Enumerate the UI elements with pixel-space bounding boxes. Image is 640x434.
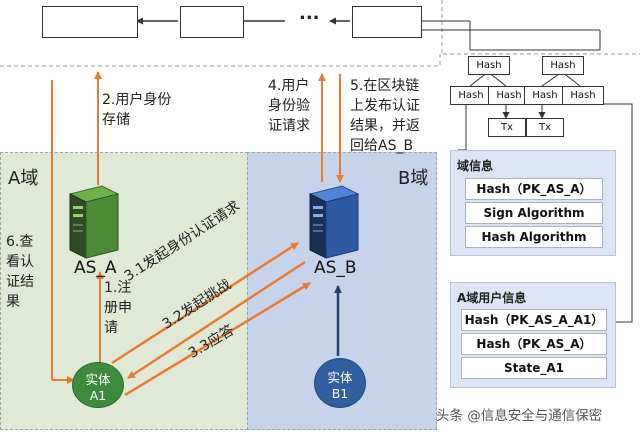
merkle-tx-2: Tx: [526, 118, 564, 137]
domain-info-field-1: Hash（PK_AS_A）: [465, 178, 603, 200]
entity-a1-line2: A1: [89, 388, 107, 403]
step-2-label: 2.用户身份 存储: [102, 90, 171, 130]
entity-b1-line1: 实体: [327, 370, 353, 385]
step-1-line-3: 请: [104, 320, 118, 336]
merkle-hash-3: Hash: [524, 86, 566, 105]
step-1-line-2: 册申: [104, 300, 132, 316]
chain-ellipsis: ...: [299, 3, 320, 24]
domain-info-field-3: Hash Algorithm: [465, 226, 603, 248]
step-5-line-2: 上发布认证: [350, 98, 420, 114]
entity-a1: 实体 A1: [72, 362, 124, 408]
step-5-line-3: 结果，并返: [350, 118, 420, 134]
merkle-tx-1: Tx: [488, 118, 526, 137]
merkle-hash-1: Hash: [450, 86, 492, 105]
step-4-line-1: 4.用户: [268, 78, 310, 94]
step-4-label: 4.用户 身份验 证请求: [268, 76, 310, 136]
domain-info-field-2: Sign Algorithm: [465, 202, 603, 224]
step-4-line-3: 证请求: [268, 118, 310, 134]
step-6-line-4: 果: [6, 294, 20, 310]
step-1-line-1: 1.注: [104, 280, 132, 296]
server-as-b-icon: [308, 185, 360, 259]
block-2: [180, 6, 244, 38]
domain-a-region: [0, 152, 248, 430]
user-info-title: A域用户信息: [457, 291, 527, 305]
user-info-panel: A域用户信息 Hash（PK_AS_A_A1） Hash（PK_AS_A） St…: [450, 282, 616, 388]
entity-a1-line1: 实体: [85, 372, 111, 387]
step-5-label: 5.在区块链 上发布认证 结果，并返 回给AS_B: [350, 76, 420, 156]
entity-b1-line2: B1: [331, 386, 349, 401]
block-1: [42, 6, 138, 38]
merkle-top-hash-1: Hash: [468, 56, 510, 75]
step-6-label: 6.查 看认 证结 果: [6, 232, 34, 312]
step-6-line-3: 证结: [6, 274, 34, 290]
step-5-line-1: 5.在区块链: [350, 78, 420, 94]
step-2-line-2: 存储: [102, 112, 130, 128]
server-as-a-label: AS_A: [74, 258, 117, 278]
step-1-label: 1.注 册申 请: [104, 278, 132, 338]
step-6-line-1: 6.查: [6, 234, 34, 250]
merkle-top-hash-2: Hash: [542, 56, 584, 75]
domain-info-title: 域信息: [457, 159, 494, 173]
step-2-line-1: 2.用户身份: [102, 92, 172, 108]
watermark: 头条 @信息安全与通信保密: [436, 408, 603, 424]
block-3: [352, 6, 422, 38]
step-5-line-4: 回给AS_B: [350, 138, 414, 154]
domain-info-panel: 域信息 Hash（PK_AS_A） Sign Algorithm Hash Al…: [450, 150, 616, 256]
server-as-a-icon: [68, 185, 120, 259]
user-info-field-3: State_A1: [461, 357, 607, 379]
step-4-line-2: 身份验: [268, 98, 310, 114]
domain-b-title: B域: [398, 168, 429, 189]
entity-b1: 实体 B1: [314, 358, 366, 408]
user-info-field-2: Hash（PK_AS_A）: [461, 333, 607, 355]
domain-a-title: A域: [8, 168, 39, 189]
server-as-b-label: AS_B: [314, 258, 357, 278]
step-6-line-2: 看认: [6, 254, 34, 270]
merkle-hash-4: Hash: [562, 86, 604, 105]
user-info-field-1: Hash（PK_AS_A_A1）: [461, 309, 607, 331]
